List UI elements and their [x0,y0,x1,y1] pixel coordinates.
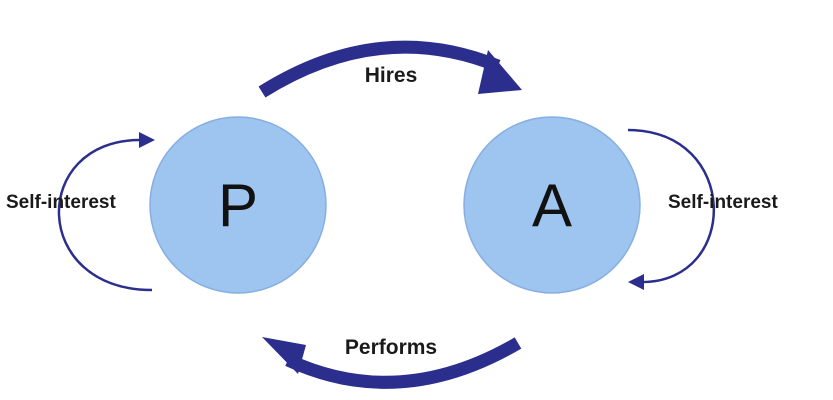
principal-node [149,116,327,294]
performs-label: Performs [345,336,437,359]
agent-node [463,116,641,294]
left-self-interest-label: Self-interest [6,192,116,213]
principal-letter: P [218,172,258,239]
performs-arrow-head [262,337,306,374]
right-self-interest-loop [627,128,715,284]
hires-arrow-shaft [258,40,501,98]
right-self-interest-arrow-head [628,274,644,290]
hires-label: Hires [365,64,418,87]
left-self-interest-arrow-head [139,132,155,148]
agent-letter: A [532,172,572,239]
hires-arrow-head [478,50,522,94]
left-self-interest-loop [57,138,153,292]
performs-arrow-shaft [285,337,522,389]
right-self-interest-label: Self-interest [668,192,778,213]
